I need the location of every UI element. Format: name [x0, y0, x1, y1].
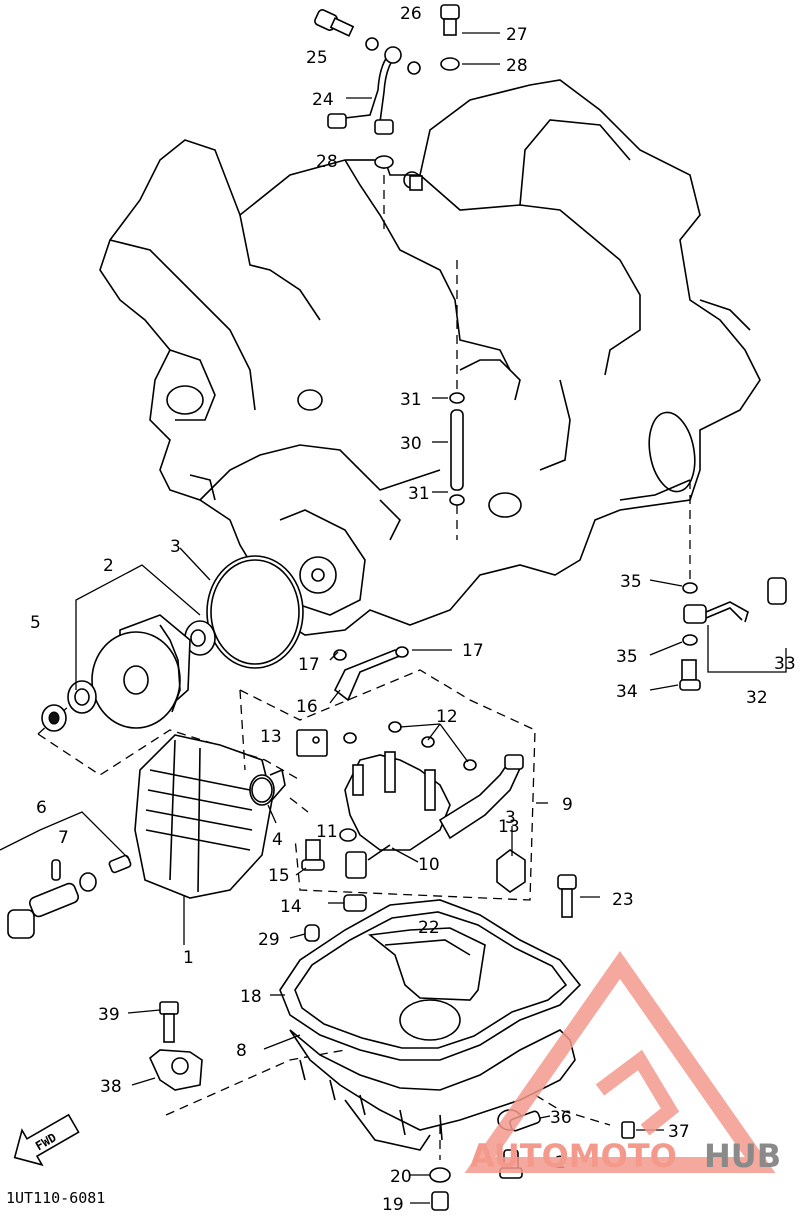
callout-14: 14: [280, 897, 302, 917]
callout-31: 31: [400, 390, 422, 410]
callout-36: 36: [550, 1108, 572, 1128]
oil-pan-8: [289, 1029, 576, 1131]
callout-3b: 3: [505, 808, 516, 828]
callout-13: 13: [260, 727, 282, 747]
callout-19: 19: [382, 1195, 404, 1215]
callout-35: 35: [620, 572, 642, 592]
block-13a: [296, 729, 328, 757]
crankcase-outline: [99, 79, 761, 636]
oil-filter-group: [0, 555, 304, 939]
callout-labels: 1 2 2 3 3 4 5 6 7 8 9 10 11 12 13 13 14 …: [30, 4, 796, 1215]
fitting-15: [305, 839, 321, 861]
callout-12: 12: [436, 707, 458, 727]
callout-1: 1: [183, 948, 194, 968]
callout-6: 6: [36, 798, 47, 818]
callout-11: 11: [316, 822, 338, 842]
callout-32: 32: [746, 688, 768, 708]
o-ring-4: [251, 777, 273, 803]
bolt-25: [314, 9, 355, 37]
callout-8: 8: [236, 1041, 247, 1061]
oil-pan-group: [279, 899, 582, 1151]
callout-34: 34: [616, 682, 638, 702]
bolt-37: [621, 1121, 635, 1139]
callout-37: 37: [668, 1122, 690, 1142]
bolt-27: [440, 4, 460, 36]
fitting-10: [345, 851, 367, 879]
filter-cover-1: [134, 734, 275, 899]
oil-pipe-assembly: [239, 646, 577, 942]
callout-9: 9: [562, 795, 573, 815]
watermark-logo: AUTOMOTO HUB: [464, 951, 781, 1175]
callout-30: 30: [400, 434, 422, 454]
callout-25: 25: [306, 48, 328, 68]
fitting-top: [409, 175, 423, 191]
gasket-20: [429, 1167, 451, 1183]
oil-pipe-30: [449, 392, 465, 506]
callout-3: 3: [170, 537, 181, 557]
callout-24: 24: [312, 90, 334, 110]
callout-38: 38: [100, 1077, 122, 1097]
watermark-word-hub: HUB: [704, 1137, 781, 1175]
callout-7: 7: [58, 828, 69, 848]
drawing-code: 1UT110-6081: [6, 1189, 105, 1207]
callout-35b: 35: [616, 647, 638, 667]
callout-10: 10: [418, 855, 440, 875]
callout-29: 29: [258, 930, 280, 950]
callout-13b: 13: [498, 817, 520, 837]
callout-4: 4: [272, 830, 283, 850]
oil-pressure-switch-group: [679, 577, 787, 691]
o-ring-26a: [365, 37, 379, 51]
drain-bolt-19: [431, 1191, 449, 1211]
callout-leaders: [127, 32, 683, 1204]
callout-18: 18: [240, 987, 262, 1007]
watermark-word-automoto: AUTOMOTO: [470, 1137, 677, 1175]
top-hardware: [314, 4, 460, 191]
callout-16: 16: [296, 697, 318, 717]
washer-28b: [374, 155, 394, 169]
oil-hose-24: [327, 46, 402, 135]
oil-pipe-11: [344, 754, 451, 851]
callout-28b: 28: [316, 152, 338, 172]
forward-direction-arrow: FWD: [13, 1113, 80, 1167]
callout-33: 33: [774, 654, 796, 674]
washer-28a: [440, 57, 460, 71]
callout-38-39-a: 39: [98, 1005, 120, 1025]
callout-23: 23: [612, 890, 634, 910]
callout-28: 28: [506, 56, 528, 76]
callout-20: 20: [390, 1167, 412, 1187]
callout-5: 5: [30, 613, 41, 633]
bolt-6: [7, 882, 79, 939]
callout-31b: 31: [408, 484, 430, 504]
o-ring-26b: [407, 61, 421, 75]
callout-2: 2: [103, 556, 114, 576]
bottom-hardware: [149, 1001, 635, 1211]
callout-26: 26: [400, 4, 422, 24]
bolt-39: [159, 1001, 179, 1015]
callout-15: 15: [268, 866, 290, 886]
collar-14: [343, 894, 367, 912]
callout-27: 27: [506, 25, 528, 45]
callout-17: 17: [298, 655, 320, 675]
strainer-13b: [496, 849, 526, 893]
bolt-23: [557, 874, 577, 890]
plug-29: [304, 924, 320, 942]
callout-22: 22: [418, 918, 440, 938]
callout-17b: 17: [462, 641, 484, 661]
